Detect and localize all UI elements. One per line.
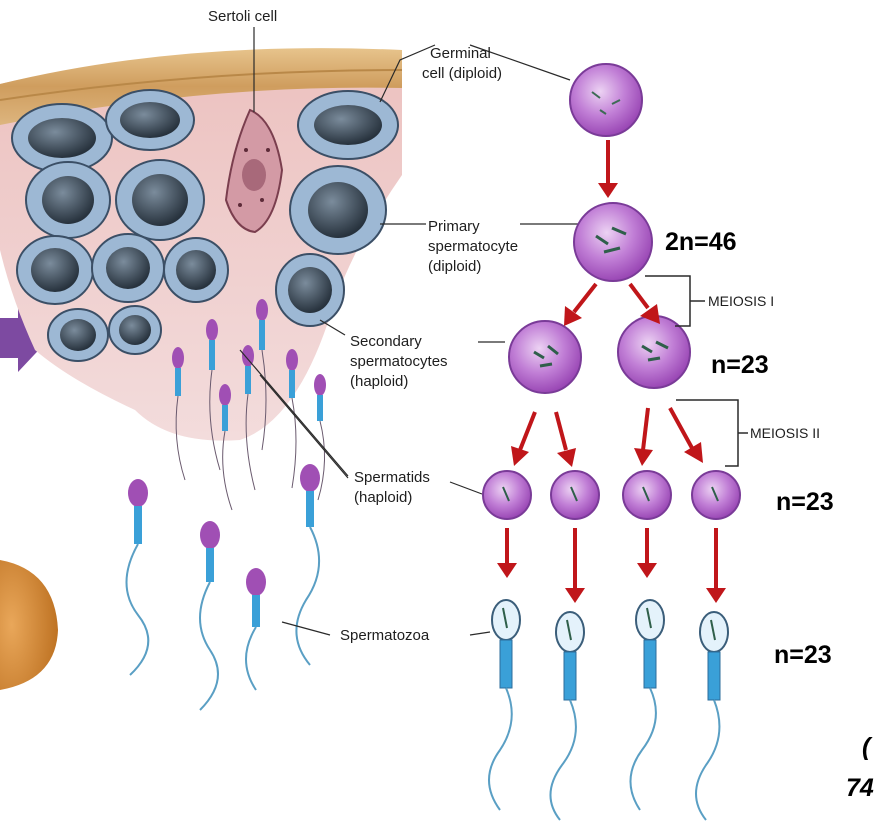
arrow-spermatid-to-spermatozoon-2 [565,528,585,603]
spermatid [692,471,740,519]
tubule-cell [109,306,161,354]
arrow-germinal-to-primary [598,140,618,198]
clipped-text-line1: ( [862,733,873,761]
spermatozoon [550,612,584,820]
spermatozoon [489,600,520,810]
tubule-cell [298,91,398,159]
secondary-spermatocyte [509,321,581,393]
label-primary-line3: (diploid) [428,258,481,275]
spermatid [483,471,531,519]
tubule-cell [116,160,204,240]
arrow-spermatid-to-spermatozoon-4 [706,528,726,603]
label-sertoli-cell: Sertoli cell [208,8,277,25]
arrow-secondary-to-spermatid-1 [511,412,535,466]
label-spermatids-line1: Spermatids [354,469,430,486]
arrow-primary-to-secondary-left [564,284,596,326]
label-germinal-line1: Germinal [430,45,491,62]
spermatozoa-leader-right [470,632,490,635]
lumen-spermatozoon [296,464,320,665]
tubule-cell [48,309,108,361]
label-secondary-line3: (haploid) [350,373,408,390]
tubule-cell [92,234,164,302]
label-meiosis-2: MEIOSIS II [750,425,820,441]
secondary-spermatocyte [618,316,690,388]
ploidy-spermatozoa: n=23 [774,641,832,669]
label-primary-line2: spermatocyte [428,238,518,255]
spermatids-leader-2 [260,375,348,478]
label-secondary-line1: Secondary [350,333,422,350]
arrow-secondary-to-spermatid-2 [556,412,576,467]
label-secondary-line2: spermatocytes [350,353,448,370]
ploidy-spermatids: n=23 [776,488,834,516]
clipped-text-line2: 74 [846,774,874,802]
ploidy-secondary: n=23 [711,351,769,379]
orange-structure [0,560,58,690]
arrow-spermatid-to-spermatozoon-1 [497,528,517,578]
label-primary-line1: Primary [428,218,480,235]
ploidy-primary: 2n=46 [665,228,737,256]
spermatozoa-leader-left [282,622,330,635]
arrow-primary-to-secondary-right [630,284,660,324]
lumen-spermatozoon [246,568,266,690]
arrow-secondary-to-spermatid-4 [670,408,703,463]
label-spermatozoa: Spermatozoa [340,627,430,644]
spermatids-leader-right [450,482,482,494]
primary-spermatocyte [574,203,652,281]
germinal-cell [570,64,642,136]
spermatozoon [696,612,728,820]
spermatid [623,471,671,519]
tubule-cell [290,166,386,254]
label-spermatids-line2: (haploid) [354,489,412,506]
lumen-spermatozoon [127,479,149,675]
tubule-cell [17,236,93,304]
tubule-cell [106,90,194,150]
spermatid [551,471,599,519]
tubule-cell [26,162,110,238]
label-germinal-line2: cell (diploid) [422,65,502,82]
tubule-cell [276,254,344,326]
arrow-secondary-to-spermatid-3 [634,408,653,466]
lumen-spermatozoa [127,464,321,710]
spermatozoon [630,600,664,810]
label-meiosis-1: MEIOSIS I [708,293,774,309]
arrow-spermatid-to-spermatozoon-3 [637,528,657,578]
tubule-cell [164,238,228,302]
lumen-spermatozoon [200,521,220,710]
